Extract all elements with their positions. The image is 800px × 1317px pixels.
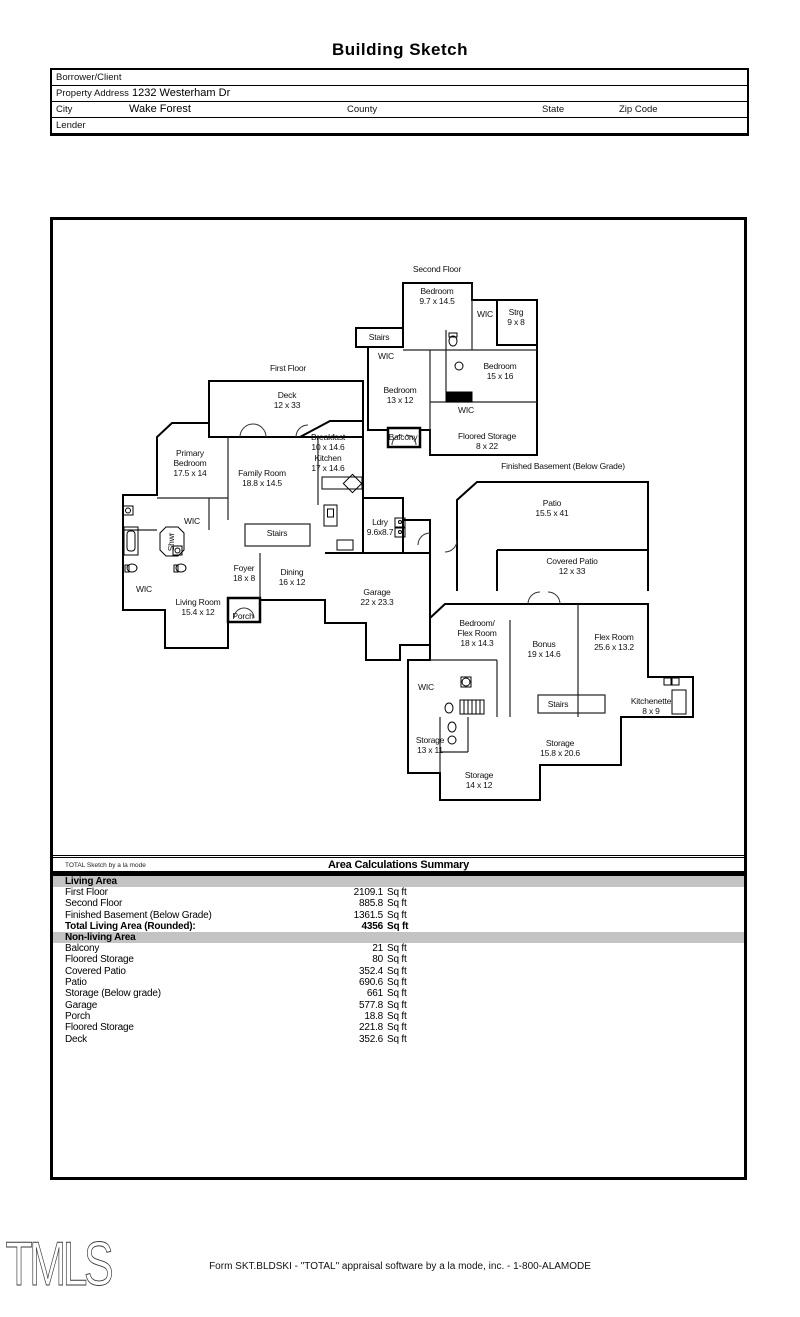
- form-row-property: Property Address 1232 Westerham Dr: [52, 86, 747, 102]
- room-label-ff-ldry: Ldry 9.6x8.7: [366, 516, 394, 537]
- page-title: Building Sketch: [332, 40, 468, 59]
- form-row-city: City Wake Forest County State Zip Code: [52, 102, 747, 118]
- room-label-ff-stairs: Stairs: [266, 527, 288, 538]
- svg-text:TMLS: TMLS: [5, 1233, 112, 1297]
- room-label-ff-family-room: Family Room 18.8 x 14.5: [238, 467, 286, 488]
- room-label-bm-bonus: Bonus 19 x 14.6: [527, 638, 561, 659]
- room-label-bm-storage-3: Storage 14 x 12: [464, 769, 494, 790]
- room-label-bm-storage-2: Storage 15.8 x 20.6: [540, 737, 580, 758]
- room-label-ff-deck: Deck 12 x 33: [273, 389, 301, 410]
- room-label-sf-bedroom-1: Bedroom 9.7 x 14.5: [419, 285, 455, 306]
- area-calculations-summary: TOTAL Sketch by a la mode Area Calculati…: [53, 855, 744, 1045]
- room-label-sf-wic-1: WIC: [477, 308, 493, 319]
- room-label-sf-bedroom-3: Bedroom 15 x 16: [483, 360, 517, 381]
- county-label: County: [347, 104, 378, 115]
- room-label-bm-patio: Patio 15.5 x 41: [535, 497, 569, 518]
- room-label-sf-wic-3: WIC: [458, 404, 474, 415]
- floor-title-first-floor: First Floor: [269, 362, 307, 373]
- room-label-bm-wic: WIC: [418, 681, 434, 692]
- room-label-ff-breakfast: Breakfast 10 x 14.6: [310, 431, 346, 452]
- room-label-ff-garage: Garage 22 x 23.3: [360, 586, 394, 607]
- city-label: City: [56, 104, 73, 115]
- room-label-sf-balcony: Balcony: [388, 431, 418, 442]
- state-label: State: [542, 104, 565, 115]
- room-label-sf-stairs: Stairs: [368, 331, 390, 342]
- room-label-ff-wic-1: WIC: [184, 515, 200, 526]
- room-label-ff-dining: Dining 16 x 12: [278, 566, 306, 587]
- living-area-header: Living Area: [53, 876, 744, 887]
- summary-title: Area Calculations Summary: [327, 859, 470, 871]
- room-label-bm-covered-patio: Covered Patio 12 x 33: [546, 555, 598, 576]
- nonliving-area-header: Non-living Area: [53, 932, 744, 944]
- sketch-area: Second Floor Bedroom 9.7 x 14.5 WIC Strg…: [50, 217, 747, 1180]
- total-sketch-branding: TOTAL Sketch by a la mode: [65, 862, 146, 869]
- form-row-lender: Lender: [52, 118, 747, 133]
- summary-header: TOTAL Sketch by a la mode Area Calculati…: [53, 855, 744, 871]
- summary-divider-bar: [53, 871, 744, 876]
- tmls-logo: TMLS: [5, 1233, 116, 1297]
- property-address-label: Property Address: [56, 88, 129, 99]
- floor-title-second-floor: Second Floor: [412, 263, 462, 274]
- form-row-borrower: Borrower/Client: [52, 70, 747, 86]
- room-label-ff-kitchen: Kitchen 17 x 14.6: [311, 452, 345, 473]
- footer-form-line: Form SKT.BLDSKI - "TOTAL" appraisal soft…: [209, 1261, 591, 1272]
- room-label-ff-living-room: Living Room 15.4 x 12: [175, 596, 221, 617]
- floorplan-sketch: [122, 282, 694, 801]
- zip-code-label: Zip Code: [619, 104, 658, 115]
- room-label-bm-flex-room: Flex Room 25.6 x 13.2: [594, 631, 634, 652]
- room-label-ff-foyer: Foyer 18 x 8: [233, 562, 255, 583]
- room-label-bm-kitchenette: Kitchenette 8 x 9: [630, 695, 672, 716]
- room-label-bm-stairs: Stairs: [547, 698, 569, 709]
- borrower-label: Borrower/Client: [56, 72, 122, 83]
- room-label-bm-storage-1: Storage 13 x 11: [415, 734, 445, 755]
- room-label-sf-wic-2: WIC: [378, 350, 394, 361]
- property-address-value: 1232 Westerham Dr: [132, 87, 231, 99]
- city-value: Wake Forest: [129, 103, 191, 115]
- room-label-sf-floored-storage: Floored Storage 8 x 22: [458, 430, 516, 451]
- property-info-form: Borrower/Client Property Address 1232 We…: [50, 68, 749, 136]
- room-label-ff-porch: Porch: [232, 610, 254, 621]
- room-label-sf-bedroom-2: Bedroom 13 x 12: [383, 384, 417, 405]
- room-label-ff-shwr: Shwr: [165, 532, 176, 552]
- floor-title-basement: Finished Basement (Below Grade): [501, 460, 625, 471]
- room-label-ff-wic-2: WIC: [136, 583, 152, 594]
- room-label-sf-strg: Strg 9 x 8: [507, 306, 525, 327]
- room-label-ff-primary-bedroom: Primary Bedroom 17.5 x 14: [173, 447, 207, 479]
- room-label-bm-bedroom-flex: Bedroom/ Flex Room 18 x 14.3: [457, 617, 497, 649]
- lender-label: Lender: [56, 120, 86, 131]
